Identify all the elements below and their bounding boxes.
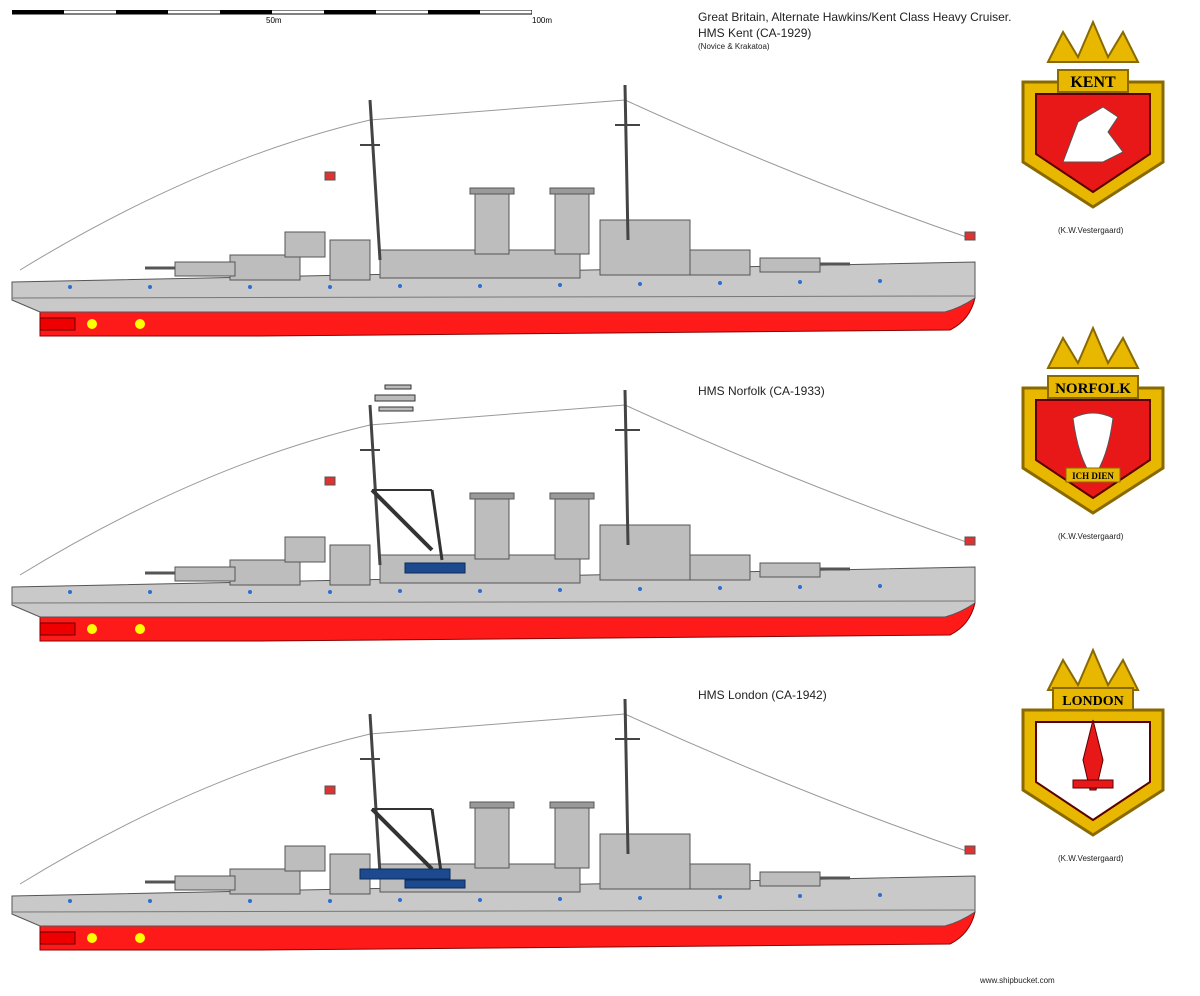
watermark: www.shipbucket.com [980,976,1055,985]
scale-label-50: 50m [266,16,282,25]
ship-drawing-london [10,697,977,952]
header-title: Great Britain, Alternate Hawkins/Kent Cl… [698,10,1012,24]
scale-label-100: 100m [532,16,553,25]
crown-icon [1046,19,1140,63]
crest-name-norfolk: NORFOLK [1055,381,1131,397]
crown-icon [1046,325,1140,369]
crest-name-london: LONDON [1062,694,1123,709]
ship-drawing-kent [10,83,977,338]
sword-icon [1072,719,1114,791]
crest-kent: KENT [1021,19,1165,209]
crest-motto: ICH DIEN [1072,471,1114,481]
crest-credit-kent: (K.W.Vestergaard) [1058,226,1124,235]
crest-credit-norfolk: (K.W.Vestergaard) [1058,532,1124,541]
crest-credit-london: (K.W.Vestergaard) [1058,854,1124,863]
plume-icon [1072,412,1114,479]
horse-icon [1062,106,1124,163]
scale-bar: 50m 100m [12,10,552,25]
header-subtitle: HMS Kent (CA-1929) [698,26,812,40]
ship-title-norfolk: HMS Norfolk (CA-1933) [698,384,825,398]
ship-drawing-norfolk [10,384,977,643]
header-credit: (Novice & Krakatoa) [698,42,770,51]
crest-name-kent: KENT [1070,74,1116,91]
ship-title-london: HMS London (CA-1942) [698,688,827,702]
crest-norfolk: NORFOLK ICH DIEN [1021,325,1165,515]
crown-icon [1046,647,1140,691]
crest-london: LONDON [1021,647,1165,837]
